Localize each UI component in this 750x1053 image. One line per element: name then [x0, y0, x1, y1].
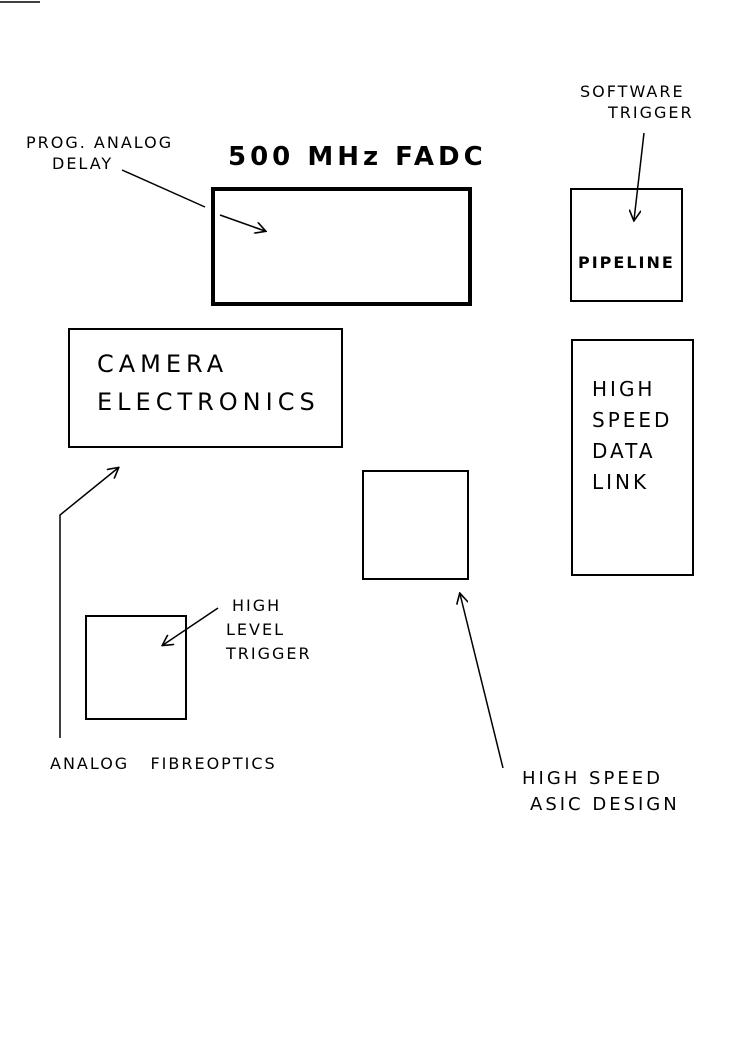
arrow-high-level-trigger: [163, 607, 219, 645]
camera-electronics-label: CAMERA ELECTRONICS: [97, 345, 320, 422]
arrow-software-trigger: [634, 132, 645, 220]
software-trigger-line-2: TRIGGER: [608, 102, 694, 122]
arrow-asic-design: [460, 594, 504, 769]
data-link-line-2: SPEED: [592, 408, 673, 432]
asic-line-1: HIGH SPEED: [522, 768, 663, 789]
high-speed-data-link-box: [571, 339, 694, 576]
data-link-line-3: DATA: [592, 439, 656, 463]
data-link-line-1: HIGH: [592, 377, 656, 401]
high-level-trigger-line-3: TRIGGER: [226, 644, 312, 663]
fadc-box: [211, 187, 472, 306]
pipeline-box: [570, 188, 683, 302]
pipeline-label: PIPELINE: [578, 253, 675, 272]
camera-line: CAMERA: [97, 350, 229, 378]
high-level-trigger-line-2: LEVEL: [226, 620, 285, 639]
software-trigger-label: SOFTWARE TRIGGER: [580, 82, 694, 124]
camera-electronics-box: [68, 328, 343, 448]
arrow-fibreoptics-to-camera: [59, 468, 118, 738]
prog-analog-delay-line-2: DELAY: [52, 153, 114, 173]
arrow-prog-delay-to-fadc: [121, 169, 206, 208]
prog-analog-delay-line-1: PROG. ANALOG: [26, 133, 174, 152]
software-trigger-line-1: SOFTWARE: [580, 82, 685, 101]
asic-line-2: ASIC DESIGN: [530, 794, 680, 816]
prog-analog-delay-label: PROG. ANALOG DELAY: [26, 133, 173, 175]
fadc-title: 500 MHz FADC: [228, 142, 487, 172]
high-level-trigger-box: [85, 615, 187, 720]
analog-fibreoptics-label: ANALOG FIBREOPTICS: [50, 754, 277, 773]
asic-box: [362, 470, 469, 580]
high-level-trigger-line-1: HIGH: [232, 596, 282, 615]
data-link-line-4: LINK: [592, 470, 650, 494]
high-speed-asic-design-label: HIGH SPEED ASIC DESIGN: [522, 766, 680, 818]
high-speed-data-link-label: HIGH SPEED DATA LINK: [592, 374, 672, 498]
arrow-into-fadc: [219, 214, 265, 231]
electronics-line: ELECTRONICS: [97, 388, 320, 417]
high-level-trigger-label: HIGH LEVEL TRIGGER: [226, 594, 312, 666]
